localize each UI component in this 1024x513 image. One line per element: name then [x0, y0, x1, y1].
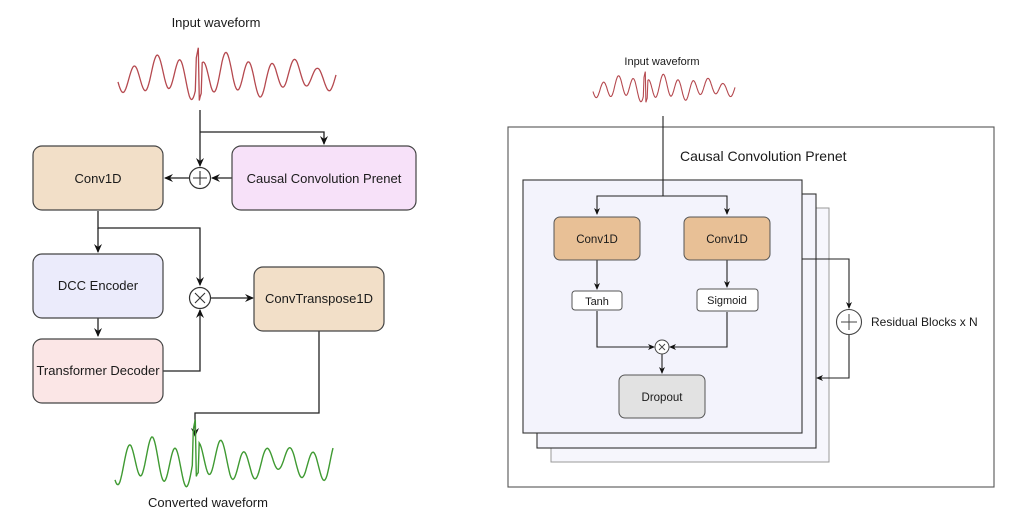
- transformer-decoder-block: Transformer Decoder: [32, 338, 164, 404]
- prenet-label: Causal Convolution Prenet: [247, 171, 402, 186]
- conv1d-left-block: Conv1D: [553, 216, 641, 261]
- multiply-operator: [188, 286, 212, 310]
- conv1d-block: Conv1D: [32, 145, 164, 211]
- right-input-waveform: [592, 71, 736, 103]
- right-input-waveform-label: Input waveform: [624, 56, 699, 68]
- prenet-container-title: Causal Convolution Prenet: [680, 148, 847, 164]
- conv1d-label: Conv1D: [75, 171, 122, 186]
- residual-add-operator: [835, 308, 863, 336]
- sigmoid-block: Sigmoid: [696, 288, 759, 312]
- add-operator: [188, 166, 212, 190]
- input-waveform-label: Input waveform: [172, 15, 261, 30]
- dcc-encoder-label: DCC Encoder: [58, 278, 139, 293]
- dropout-label: Dropout: [642, 392, 684, 404]
- conv1d-right-label: Conv1D: [706, 234, 748, 246]
- gate-multiply-operator: [654, 339, 670, 355]
- dcc-encoder-block: DCC Encoder: [32, 253, 164, 319]
- conv1d-left-label: Conv1D: [576, 234, 618, 246]
- input-waveform: [117, 47, 337, 101]
- conv-transpose-1d-block: ConvTranspose1D: [253, 266, 385, 332]
- transformer-decoder-label: Transformer Decoder: [36, 363, 160, 378]
- tanh-block: Tanh: [571, 290, 623, 311]
- conv-transpose-label: ConvTranspose1D: [265, 291, 373, 306]
- causal-convolution-prenet-block: Causal Convolution Prenet: [231, 145, 417, 211]
- right-connectors: [594, 116, 852, 381]
- tanh-label: Tanh: [585, 296, 609, 308]
- sigmoid-label: Sigmoid: [707, 295, 747, 307]
- converted-waveform: [114, 419, 334, 488]
- converted-waveform-label: Converted waveform: [148, 495, 268, 510]
- residual-blocks-label: Residual Blocks x N: [871, 315, 978, 329]
- dropout-block: Dropout: [618, 374, 706, 419]
- conv1d-right-block: Conv1D: [683, 216, 771, 261]
